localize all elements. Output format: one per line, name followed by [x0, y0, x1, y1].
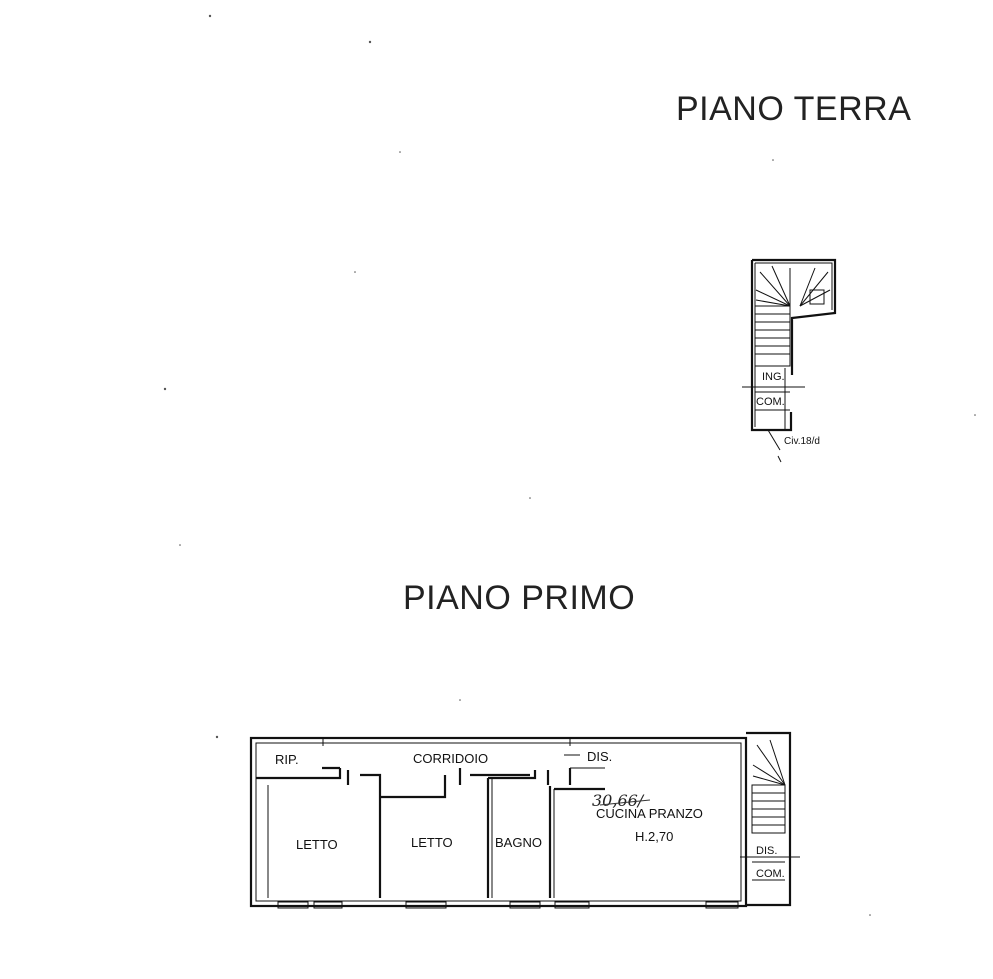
label-bagno: BAGNO	[495, 835, 542, 850]
label-altezza: H.2,70	[635, 829, 673, 844]
first-floor-stair	[740, 739, 800, 881]
label-comune-ground: COM.	[756, 396, 785, 408]
ground-floor-title: PIANO TERRA	[676, 90, 912, 128]
label-ingresso: ING.	[762, 371, 785, 383]
label-letto-2: LETTO	[411, 835, 453, 850]
window-marks	[277, 738, 739, 909]
label-disimpegno-stair: DIS.	[756, 845, 777, 857]
first-floor-plan: RIP. CORRIDOIO DIS. LETTO LETTO BAGNO CU…	[249, 731, 800, 909]
label-comune-first: COM.	[756, 868, 785, 880]
first-floor-title: PIANO PRIMO	[403, 579, 636, 617]
label-letto-1: LETTO	[296, 837, 338, 852]
ground-floor-plan: ING. COM. Civ.18/d	[742, 258, 837, 463]
scan-specks	[163, 14, 976, 916]
handwritten-annotation: 30,66/	[592, 791, 645, 810]
label-cucina-pranzo: CUCINA PRANZO	[596, 806, 703, 821]
label-disimpegno-top: DIS.	[587, 749, 612, 764]
label-corridoio: CORRIDOIO	[413, 751, 488, 766]
label-civico: Civ.18/d	[784, 436, 820, 447]
label-ripostiglio: RIP.	[275, 752, 299, 767]
ground-stair	[754, 265, 831, 367]
